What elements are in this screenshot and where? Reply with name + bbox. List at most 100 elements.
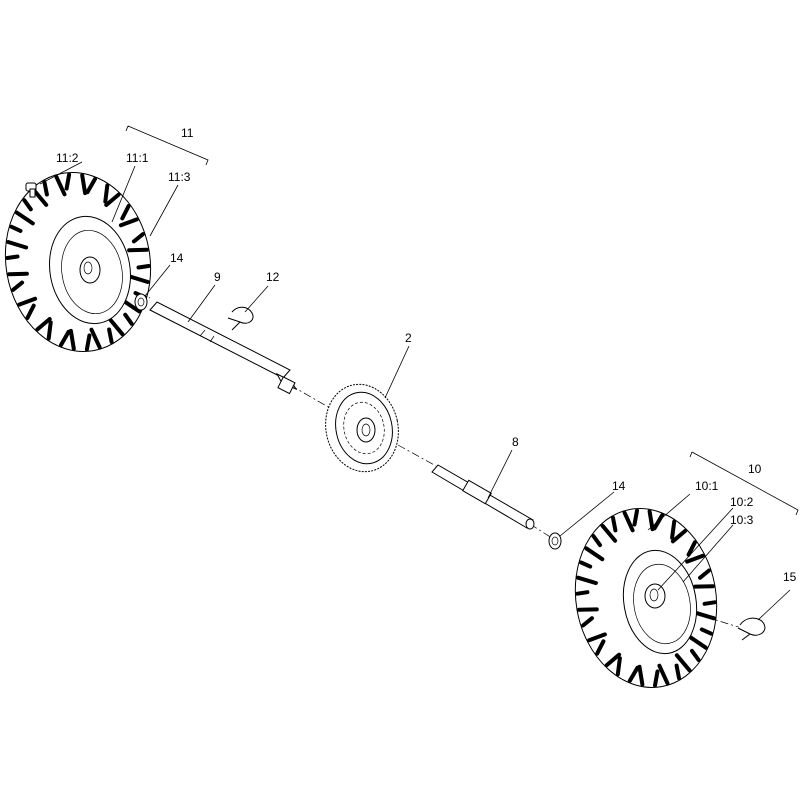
tread-lug [64, 172, 72, 191]
tread-lug [84, 333, 92, 352]
callout-11-2: 11:2 [56, 151, 79, 165]
tread-lug [576, 575, 598, 586]
tread-lug [670, 519, 677, 540]
tread-lug [127, 274, 150, 284]
tread-lug [17, 296, 38, 307]
tread-lug [68, 328, 76, 351]
leader-11-3 [149, 184, 179, 237]
tread-lug [107, 327, 114, 344]
tread-lug [22, 198, 33, 212]
right-hub [644, 583, 666, 609]
tread-lug [604, 652, 622, 668]
hairpin-clip-15 [737, 617, 766, 641]
leader-10-1 [647, 493, 691, 531]
tread-lug [35, 317, 52, 332]
tread-lug [685, 553, 705, 564]
callout-10-2: 10:2 [730, 495, 754, 509]
tread-lug [611, 515, 618, 533]
bracket-10 [689, 451, 799, 516]
tread-lug [25, 303, 36, 320]
left-wheel-assembly [4, 171, 152, 353]
callout-2: 2 [405, 331, 412, 345]
left-rim-inner [61, 229, 123, 315]
tread-lug [699, 627, 713, 636]
tread-lug [121, 298, 142, 314]
tread-lug [652, 513, 665, 531]
callout-14-left: 14 [170, 251, 184, 265]
tread-lug [6, 240, 29, 250]
callout-14-right: 14 [612, 479, 626, 493]
callout-11: 11 [181, 126, 194, 140]
leader-14-left [144, 264, 171, 297]
tread-lug [7, 271, 29, 277]
callout-12: 12 [266, 270, 280, 284]
tread-lug [674, 663, 681, 681]
callout-9: 9 [214, 270, 221, 284]
tread-lug [107, 317, 125, 337]
tread-lug [118, 217, 139, 228]
callout-10-3: 10:3 [730, 513, 754, 527]
tread-lug [14, 210, 35, 226]
tread-lug [89, 327, 102, 350]
tread-lug [581, 616, 594, 628]
tread-lug [670, 528, 688, 544]
tread-lug [575, 590, 590, 596]
tread-lug [46, 320, 53, 341]
tread-lug [127, 247, 149, 253]
tread-lug [11, 280, 25, 292]
tread-lug [690, 648, 701, 662]
tread-lug [103, 183, 110, 204]
tread-lug [637, 664, 645, 687]
tread-lug [591, 534, 602, 548]
tread-lug [5, 254, 20, 260]
leader-2 [384, 345, 410, 399]
tread-lug [120, 204, 131, 221]
leader-12 [244, 285, 269, 313]
tread-lug [9, 224, 23, 233]
gear-2 [325, 383, 399, 473]
hairpin-clip-12 [227, 306, 254, 331]
callout-11-1: 11:1 [126, 151, 149, 165]
tread-lug [584, 546, 605, 562]
tread-lug [622, 510, 635, 533]
tread-lug [632, 508, 639, 527]
leader-11-2 [39, 161, 83, 185]
tread-lug [85, 177, 97, 195]
tread-lug [698, 568, 711, 580]
tread-lug [587, 632, 607, 643]
tread-lug [131, 232, 145, 244]
tread-lug [627, 665, 640, 683]
tread-lug [694, 610, 716, 621]
tread-lug [687, 634, 708, 650]
tread-lug [136, 264, 151, 270]
callout-10: 10 [748, 462, 762, 476]
left-hub [79, 256, 101, 284]
washer-14-left [134, 293, 148, 311]
callout-15: 15 [783, 570, 797, 584]
bracket-11 [125, 125, 209, 166]
leader-11-1 [111, 165, 136, 223]
leader-10-3 [682, 524, 734, 583]
washer-14-right [548, 532, 562, 550]
tread-lug [657, 663, 670, 686]
leader-9 [187, 284, 216, 323]
tread-lug [104, 192, 121, 207]
left-tire-tread [5, 172, 151, 352]
tread-lug [615, 656, 622, 677]
tread-lug [123, 312, 134, 326]
tread-lug [54, 174, 67, 197]
leader-14-right [559, 491, 615, 537]
axle-8 [431, 464, 535, 530]
tread-lug [595, 639, 606, 656]
tread-lug [31, 187, 49, 207]
callout-8: 8 [512, 435, 519, 449]
leader-10-2 [657, 507, 734, 591]
tread-lug [80, 173, 88, 196]
tread-lug [579, 560, 593, 569]
axle-9 [149, 301, 298, 395]
callout-11-3: 11:3 [168, 170, 191, 184]
right-tire-tread [575, 508, 717, 688]
tread-lug [674, 653, 692, 673]
leader-15 [757, 589, 791, 621]
